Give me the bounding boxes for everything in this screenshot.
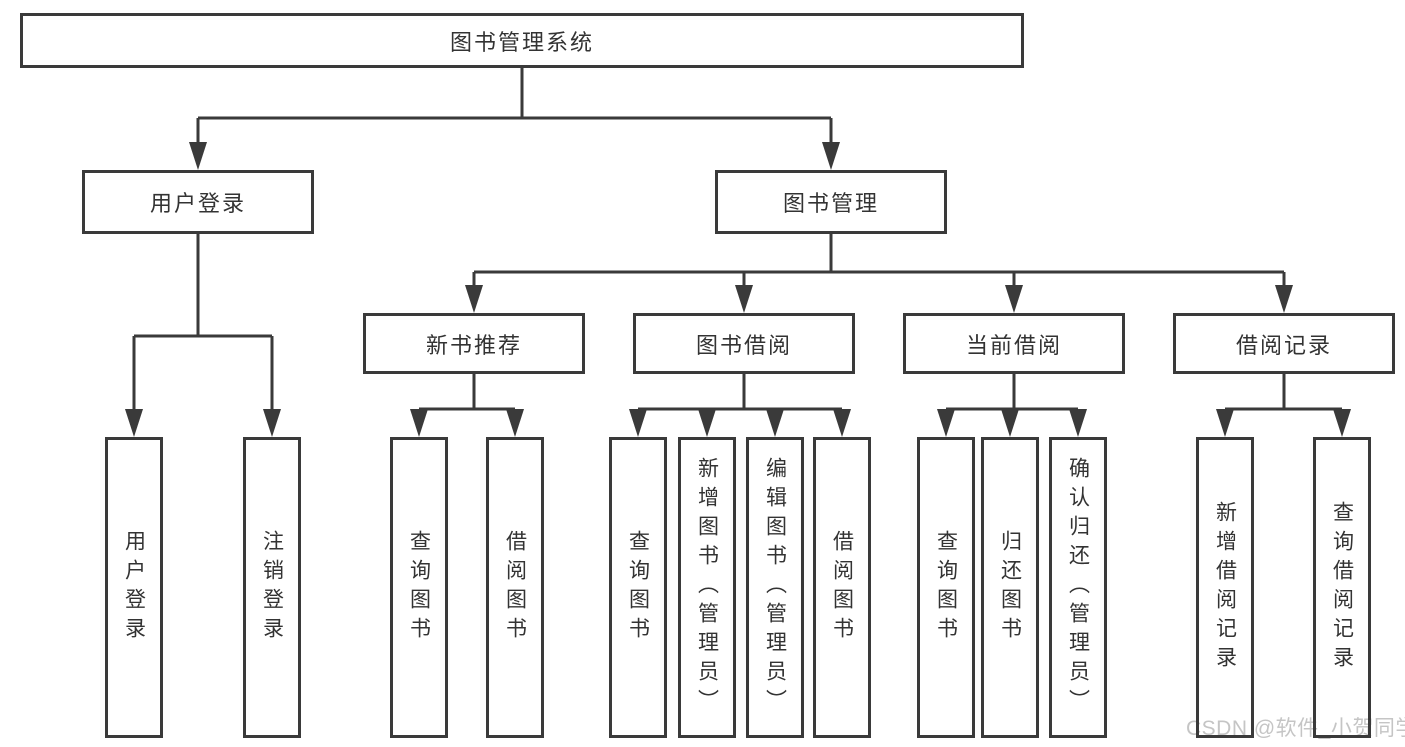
leaf-logout-label: 注销登录	[260, 529, 284, 646]
arrowhead-down-icon	[822, 142, 840, 170]
arrowhead-down-icon	[1005, 285, 1023, 313]
node-user-login-label: 用户登录	[149, 191, 246, 216]
leaf-add-books-admin-label: 新增图书（管理员）	[695, 457, 719, 718]
leaf-return-books: 归还图书	[981, 437, 1039, 738]
node-new-book-recommend: 新书推荐	[363, 313, 585, 374]
leaf-user-login-label: 用户登录	[122, 529, 146, 646]
arrowhead-down-icon	[1275, 285, 1293, 313]
leaf-borrowing-borrow-books: 借阅图书	[813, 437, 871, 738]
node-borrow-records-label: 借阅记录	[1235, 332, 1332, 358]
leaf-add-books-admin: 新增图书（管理员）	[678, 437, 736, 738]
leaf-query-borrow-record: 查询借阅记录	[1313, 437, 1371, 738]
leaf-add-borrow-record: 新增借阅记录	[1196, 437, 1254, 738]
arrowhead-down-icon	[1069, 409, 1087, 437]
leaf-query-borrow-record-label: 查询借阅记录	[1330, 500, 1354, 675]
arrowhead-down-icon	[189, 142, 207, 170]
arrowhead-down-icon	[937, 409, 955, 437]
leaf-add-borrow-record-label: 新增借阅记录	[1213, 500, 1237, 675]
node-book-management-label: 图书管理	[782, 191, 879, 216]
leaf-borrowing-borrow-books-label: 借阅图书	[830, 529, 854, 646]
leaf-recommend-borrow-books-label: 借阅图书	[503, 529, 527, 646]
leaf-edit-books-admin: 编辑图书（管理员）	[746, 437, 804, 738]
csdn-watermark: CSDN @软件_小贺同学	[1186, 717, 1405, 740]
arrowhead-down-icon	[465, 285, 483, 313]
leaf-user-login: 用户登录	[105, 437, 163, 738]
node-root-system-label: 图书管理系统	[449, 29, 594, 55]
arrowhead-down-icon	[263, 409, 281, 437]
arrowhead-down-icon	[833, 409, 851, 437]
node-borrow-records: 借阅记录	[1173, 313, 1395, 374]
node-book-borrowing-label: 图书借阅	[695, 332, 792, 358]
leaf-recommend-query-books: 查询图书	[390, 437, 448, 738]
leaf-edit-books-admin-label: 编辑图书（管理员）	[763, 457, 787, 718]
leaf-current-query-books: 查询图书	[917, 437, 975, 738]
connector-records-to-leaves	[1225, 374, 1342, 411]
node-book-borrowing: 图书借阅	[633, 313, 855, 374]
leaf-logout: 注销登录	[243, 437, 301, 738]
arrowhead-down-icon	[410, 409, 428, 437]
arrowhead-down-icon	[506, 409, 524, 437]
connector-bookmgmt-to-sections	[472, 234, 1286, 287]
node-root-system: 图书管理系统	[20, 13, 1024, 68]
node-user-login: 用户登录	[82, 170, 314, 234]
arrowhead-down-icon	[698, 409, 716, 437]
leaf-borrowing-query-books-label: 查询图书	[626, 529, 650, 646]
node-new-book-recommend-label: 新书推荐	[425, 332, 522, 358]
node-book-management: 图书管理	[715, 170, 947, 234]
leaf-return-books-label: 归还图书	[998, 529, 1022, 646]
connector-root-to-level2	[196, 68, 833, 144]
arrowhead-down-icon	[1001, 409, 1019, 437]
connector-userlogin-to-leaves	[132, 234, 274, 411]
leaf-recommend-query-books-label: 查询图书	[407, 529, 431, 646]
arrowhead-down-icon	[1216, 409, 1234, 437]
leaf-recommend-borrow-books: 借阅图书	[486, 437, 544, 738]
connector-recommend-to-leaves	[419, 374, 515, 411]
connector-current-to-leaves	[946, 374, 1078, 411]
leaf-confirm-return-admin: 确认归还（管理员）	[1049, 437, 1107, 738]
arrowhead-down-icon	[125, 409, 143, 437]
node-current-borrowing: 当前借阅	[903, 313, 1125, 374]
arrowhead-down-icon	[629, 409, 647, 437]
leaf-borrowing-query-books: 查询图书	[609, 437, 667, 738]
node-current-borrowing-label: 当前借阅	[965, 332, 1062, 358]
leaf-confirm-return-admin-label: 确认归还（管理员）	[1066, 457, 1090, 718]
connector-borrowing-to-leaves	[638, 374, 842, 411]
arrowhead-down-icon	[1333, 409, 1351, 437]
arrowhead-down-icon	[766, 409, 784, 437]
leaf-current-query-books-label: 查询图书	[934, 529, 958, 646]
arrowhead-down-icon	[735, 285, 753, 313]
